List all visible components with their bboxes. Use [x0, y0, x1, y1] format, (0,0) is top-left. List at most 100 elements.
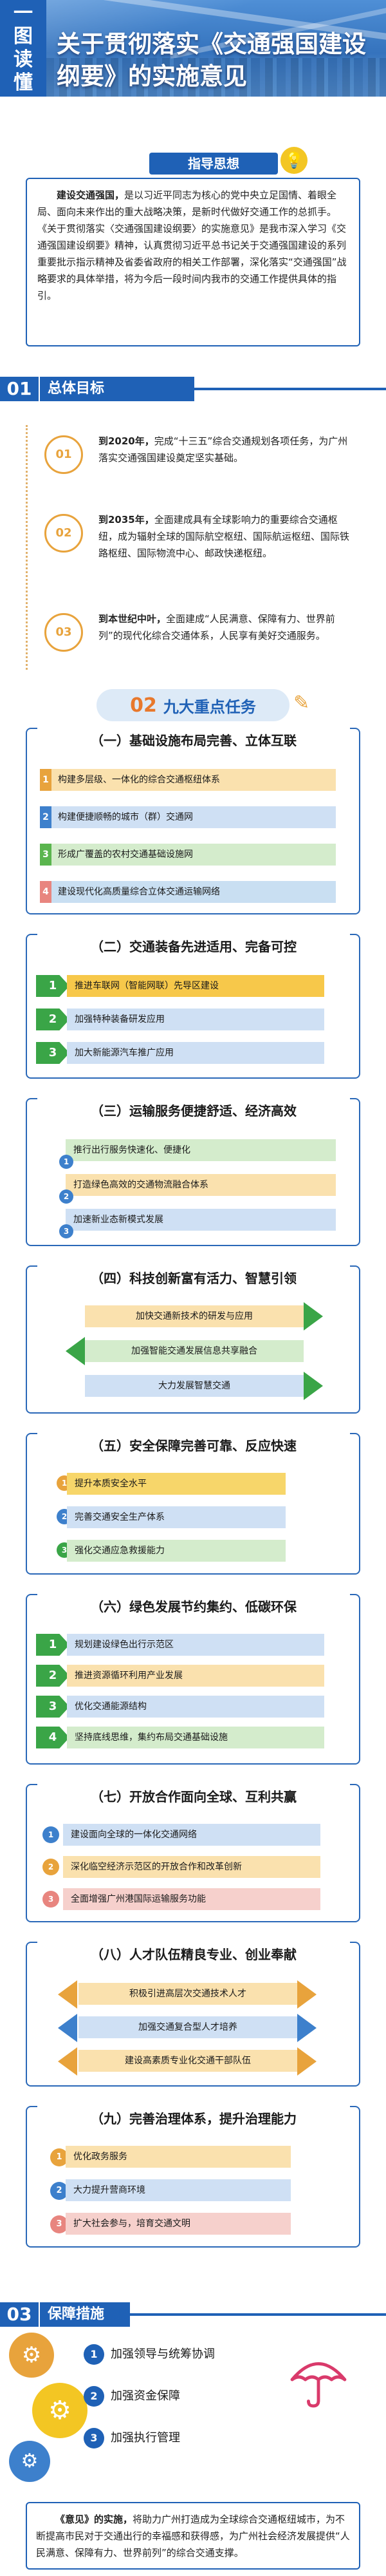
- task-marker: 3: [36, 1696, 69, 1718]
- conclusion-body: 将助力广州打造成为全球综合交通枢纽城市，为不断提高市民对于交通出行的幸福感和获得…: [36, 2514, 350, 2559]
- task-group-4: （四）科技创新富有活力、智慧引领 加快交通新技术的研发与应用 加强智能交通发展信…: [26, 1265, 360, 1414]
- task-item: 提升本质安全水平: [67, 1473, 286, 1495]
- header-badge: 一 图 读 懂: [0, 0, 46, 97]
- task-item: 加速新业态新模式发展: [66, 1209, 336, 1231]
- task-marker: 2: [36, 1009, 69, 1030]
- task-item: 3 形成广覆盖的农村交通基础设施网: [40, 844, 336, 866]
- guiding-intro-bold: 建设交通强国，: [57, 189, 125, 201]
- safeguard-item: 加强领导与统筹协调: [111, 2347, 215, 2361]
- task-item-text: 构建便捷顺畅的城市（群）交通网: [58, 812, 193, 822]
- badge-char: 懂: [14, 71, 33, 94]
- gear-icon: ⚙: [32, 2383, 87, 2438]
- task-marker: 3: [40, 844, 51, 866]
- umbrella-icon: [290, 2362, 347, 2408]
- task-item-text: 建设现代化高质量综合立体交通运输网络: [58, 887, 220, 897]
- task-item: 加大新能源汽车推广应用: [67, 1042, 324, 1064]
- task-group-title: （七）开放合作面向全球、互利共赢: [37, 1784, 350, 1810]
- task-item-text: 构建多层级、一体化的综合交通枢纽体系: [58, 775, 220, 785]
- arrow-left-icon: [66, 1337, 85, 1365]
- task-marker: 1: [36, 1634, 69, 1656]
- conclusion-box: 《意见》的实施，将助力广州打造成为全球综合交通枢纽城市，为不断提高市民对于交通出…: [26, 2502, 360, 2570]
- task-group-7: （七）开放合作面向全球、互利共赢 1 建设面向全球的一体化交通网络 2 深化临空…: [26, 1784, 360, 1922]
- arrow-right-icon: [304, 1372, 323, 1400]
- goal-number-circle: 03: [44, 613, 83, 652]
- arrow-right-icon: [297, 2047, 317, 2076]
- safeguard-number: 1: [84, 2344, 104, 2365]
- task-item: 推进车联网（智能网联）先导区建设: [67, 975, 324, 997]
- task-group-8: （八）人才队伍精良专业、创业奉献 积极引进高层次交通技术人才 加强交通复合型人才…: [26, 1942, 360, 2087]
- section-label: 保障措施: [40, 2302, 130, 2327]
- lightbulb-icon: 💡: [280, 147, 308, 174]
- task-group-3: （三）运输服务便捷舒适、经济高效 推行出行服务快速化、便捷化 1 打造绿色高效的…: [26, 1098, 360, 1246]
- task-group-2: （二）交通装备先进适用、完备可控 1 推进车联网（智能网联）先导区建设 2 加强…: [26, 934, 360, 1079]
- task-item: 加强交通复合型人才培养: [78, 2016, 297, 2038]
- task-marker: 1: [59, 1155, 73, 1169]
- goal-body: 全面建成“人民满意、保障有力、世界前列”的现代化综合交通体系，人民享有美好交通服…: [98, 613, 335, 641]
- gear-icon: ⚙: [9, 2333, 54, 2378]
- task-group-title: （八）人才队伍精良专业、创业奉献: [37, 1942, 350, 1967]
- task-group-title: （六）绿色发展节约集约、低碳环保: [37, 1594, 350, 1620]
- tasks-title: 九大重点任务: [163, 697, 256, 716]
- gear-icon: ⚙: [9, 2441, 50, 2482]
- goal-body: 完成“十三五”综合交通规划各项任务，为广州落实交通强国建设奠定坚实基础。: [98, 435, 348, 464]
- arrow-right-icon: [297, 1980, 317, 2009]
- section-line: [130, 2313, 386, 2316]
- goal-bold: 到本世纪中叶，: [98, 613, 167, 625]
- task-item: 加快交通新技术的研发与应用: [85, 1305, 304, 1327]
- task-marker: 2: [36, 1665, 69, 1687]
- goal-text: 到2035年，全面建成具有全球影响力的重要综合交通枢纽，成为辐射全球的国际航空枢…: [98, 511, 349, 562]
- section-label: 总体目标: [40, 377, 194, 401]
- safeguard-item: 加强执行管理: [111, 2431, 180, 2445]
- task-marker: 2: [50, 2182, 68, 2200]
- task-marker: 1: [40, 769, 51, 791]
- task-group-title: （五）安全保障完善可靠、反应快速: [37, 1433, 350, 1459]
- task-item: 扩大社会参与，培育交通文明: [66, 2213, 291, 2235]
- task-item: 强化交通应急救援能力: [67, 1540, 286, 1562]
- task-group-title: （一）基础设施布局完善、立体互联: [37, 728, 350, 753]
- guiding-body: 是以习近平同志为核心的党中央立足国情、着眼全局、面向未来作出的重大战略决策，是新…: [37, 189, 347, 301]
- task-item: 大力提升营商环境: [66, 2179, 291, 2201]
- task-marker: 2: [42, 1859, 59, 1875]
- goals-list: 01 到2020年，完成“十三五”综合交通规划各项任务，为广州落实交通强国建设奠…: [26, 425, 360, 670]
- guiding-heading: 指导思想: [149, 153, 278, 175]
- task-item-text: 形成广覆盖的农村交通基础设施网: [58, 849, 193, 860]
- pen-icon: ✎: [293, 692, 310, 714]
- guiding-paragraph: 建设交通强国，是以习近平同志为核心的党中央立足国情、着眼全局、面向未来作出的重大…: [37, 187, 349, 304]
- task-item: 推行出行服务快速化、便捷化: [66, 1139, 336, 1161]
- task-item: 全面增强广州港国际运输服务功能: [63, 1888, 320, 1910]
- goal-bold: 到2020年，: [98, 435, 154, 447]
- section-line: [194, 388, 386, 390]
- task-item: 大力发展智慧交通: [85, 1375, 304, 1397]
- goal-body: 全面建成具有全球影响力的重要综合交通枢纽，成为辐射全球的国际航空枢纽、国际航运枢…: [98, 514, 350, 559]
- goal-text: 到2020年，完成“十三五”综合交通规划各项任务，为广州落实交通强国建设奠定坚实…: [98, 433, 349, 466]
- guiding-box: 建设交通强国，是以习近平同志为核心的党中央立足国情、着眼全局、面向未来作出的重大…: [26, 178, 360, 346]
- task-item: 完善交通安全生产体系: [67, 1506, 286, 1528]
- conclusion-paragraph: 《意见》的实施，将助力广州打造成为全球综合交通枢纽城市，为不断提高市民对于交通出…: [36, 2511, 350, 2561]
- task-marker: 1: [50, 2148, 68, 2166]
- task-group-title: （九）完善治理体系，提升治理能力: [37, 2106, 350, 2132]
- task-item: 建设高素质专业化交通干部队伍: [78, 2050, 297, 2072]
- task-item: 积极引进高层次交通技术人才: [78, 1983, 297, 2005]
- header-cityscape: [45, 58, 386, 97]
- arrow-right-icon: [304, 1302, 323, 1331]
- task-item: 1 构建多层级、一体化的综合交通枢纽体系: [40, 769, 336, 791]
- task-marker: 3: [42, 1891, 59, 1908]
- goal-number-circle: 01: [44, 435, 83, 474]
- task-marker: 3: [50, 2215, 68, 2233]
- conclusion-bold: 《意见》的实施，: [55, 2514, 133, 2525]
- section-number: 01: [0, 377, 39, 401]
- arrow-left-icon: [58, 2014, 77, 2042]
- page-title: 关于贯彻落实《交通强国建设纲要》的实施意见: [57, 30, 366, 90]
- goal-bold: 到2035年，: [98, 514, 154, 526]
- arrow-right-icon: [297, 2014, 317, 2042]
- task-group-title: （二）交通装备先进适用、完备可控: [37, 934, 350, 960]
- goal-number-circle: 02: [44, 514, 83, 553]
- task-item: 规划建设绿色出行示范区: [67, 1634, 324, 1656]
- task-group-title: （四）科技创新富有活力、智慧引领: [37, 1265, 350, 1291]
- safeguard-number: 2: [84, 2386, 104, 2407]
- task-marker: 1: [42, 1826, 59, 1843]
